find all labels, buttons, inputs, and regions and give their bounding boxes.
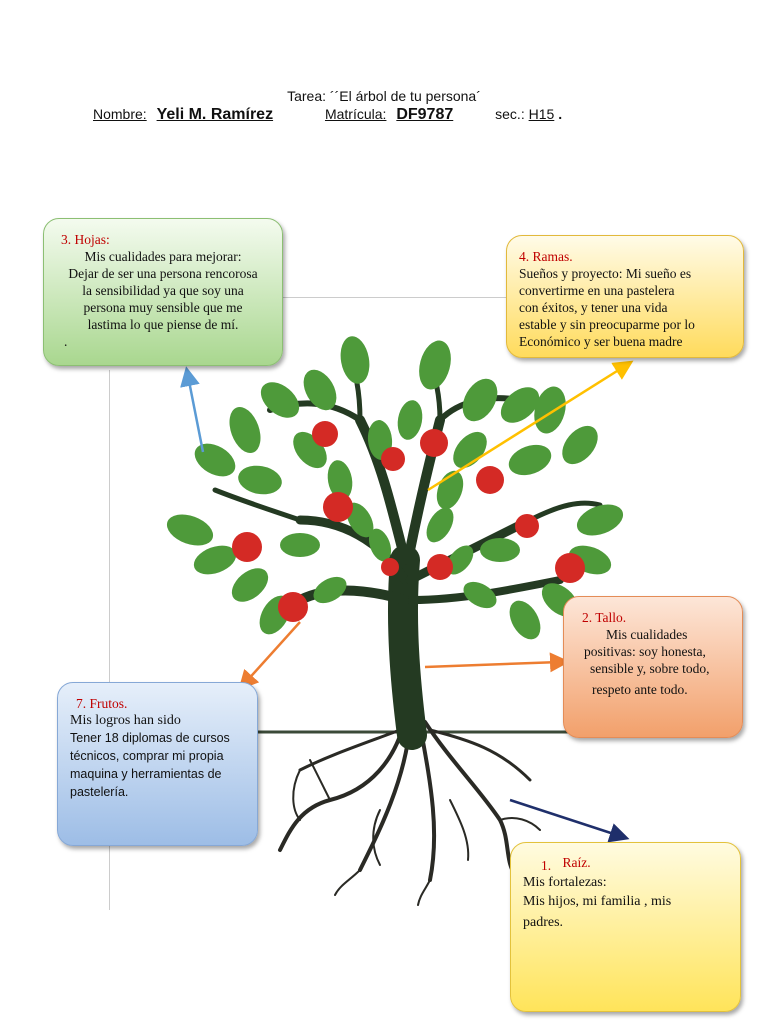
raiz-heading-row: 1. Raíz. (523, 855, 728, 874)
frutos-line: Tener 18 diplomas de cursos (70, 731, 230, 745)
matricula-value: DF9787 (396, 106, 454, 123)
hojas-line: Mis cualidades para mejorar: (84, 249, 242, 264)
hojas-line: lastima lo que piense de mí. (87, 317, 239, 332)
matricula-label: Matrícula: (324, 106, 387, 122)
tallo-box: 2. Tallo. Mis cualidades positivas: soy … (563, 596, 743, 738)
ramas-line: con éxitos, y tener una vida (519, 300, 668, 315)
hojas-heading: 3. Hojas: (61, 232, 110, 247)
raiz-heading: Raíz. (562, 855, 591, 870)
name-label: Nombre: (93, 106, 147, 122)
ramas-line: estable y sin preocuparme por lo (519, 317, 695, 332)
raiz-line: Mis hijos, mi familia , mis (523, 894, 672, 909)
hojas-box: 3. Hojas: Mis cualidades para mejorar: D… (43, 218, 283, 366)
frutos-box: 7. Frutos. Mis logros han sido Tener 18 … (57, 682, 258, 846)
assignment-title: Tarea: ´´El árbol de tu persona´ (287, 88, 481, 104)
guide-line-horizontal (282, 297, 508, 298)
raiz-line: padres. (523, 915, 564, 930)
sec-label: sec.: (495, 106, 525, 122)
ramas-line: Económico y ser buena madre (519, 334, 683, 349)
hojas-line: la sensibilidad ya que soy una (82, 283, 244, 298)
guide-line-vertical (109, 370, 110, 910)
ramas-heading: 4. Ramas. (519, 249, 573, 264)
frutos-line: maquina y herramientas de (70, 767, 222, 781)
arrow-leaves-to-hojas (180, 366, 205, 453)
ramas-line: convertirme en una pastelera (519, 283, 675, 298)
arrow-roots-to-raiz (509, 798, 630, 843)
tallo-heading: 2. Tallo. (582, 610, 627, 625)
arrow-trunk-to-tallo (424, 652, 570, 673)
tallo-line: positivas: soy honesta, (584, 644, 706, 659)
name-value: Yeli M. Ramírez (156, 106, 274, 123)
raiz-box: 1. Raíz. Mis fortalezas: Mis hijos, mi f… (510, 842, 741, 1012)
apples (232, 421, 585, 622)
frutos-line: pastelería. (70, 785, 129, 799)
tallo-line: sensible y, sobre todo, (590, 661, 710, 676)
frutos-intro: Mis logros han sido (70, 713, 181, 728)
ramas-line: Sueños y proyecto: Mi sueño es (519, 266, 692, 281)
sec-value: H15 (528, 106, 555, 122)
tallo-line: Mis cualidades (606, 627, 688, 642)
tallo-line: respeto ante todo. (592, 682, 688, 697)
arrow-fruit-to-frutos (238, 621, 301, 691)
leaves (166, 336, 624, 640)
sec-dot: . (558, 106, 563, 122)
arrow-branches-to-ramas (427, 360, 634, 492)
hojas-line: . (64, 334, 68, 349)
frutos-line: técnicos, comprar mi propia (70, 749, 224, 763)
hojas-line: Dejar de ser una persona rencorosa (68, 266, 258, 281)
raiz-number: 1. (541, 858, 552, 873)
raiz-line: Mis fortalezas: (523, 875, 607, 890)
hojas-line: persona muy sensible que me (83, 300, 243, 315)
frutos-heading: 7. Frutos. (76, 696, 128, 711)
ramas-box: 4. Ramas. Sueños y proyecto: Mi sueño es… (506, 235, 744, 358)
student-info-line: Nombre: Yeli M. Ramírez Matrícula: DF978… (93, 106, 562, 124)
